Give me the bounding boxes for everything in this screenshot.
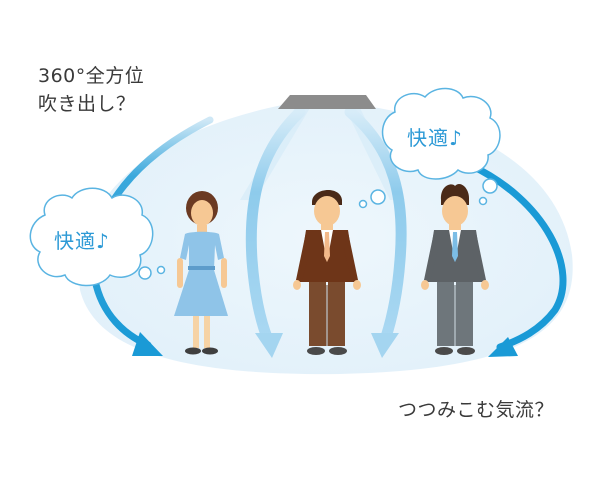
caption-enveloping-airflow: つつみこむ気流？ (398, 399, 555, 421)
air-conditioner-icon (278, 95, 376, 109)
thought-dots-icon (358, 189, 386, 209)
caption-line-2: 吹き出し？ (38, 93, 136, 115)
caption-line-1: 360°全方位 (38, 65, 145, 87)
arrow-curved-icon (344, 106, 407, 358)
thought-cloud-icon (381, 87, 501, 206)
thought-bubble-right-text: 快適♪ (407, 126, 463, 150)
person-man-gray-suit (421, 183, 489, 355)
thought-cloud-icon (29, 187, 166, 287)
person-woman (174, 191, 228, 355)
caption-360-blowout: 360°全方位 吹き出し？ (38, 62, 144, 118)
arrow-curved-icon (466, 161, 567, 357)
arrow-curved-icon (245, 106, 306, 358)
thought-bubble-left-text: 快適♪ (54, 229, 110, 253)
person-man-brown-suit (293, 190, 361, 355)
